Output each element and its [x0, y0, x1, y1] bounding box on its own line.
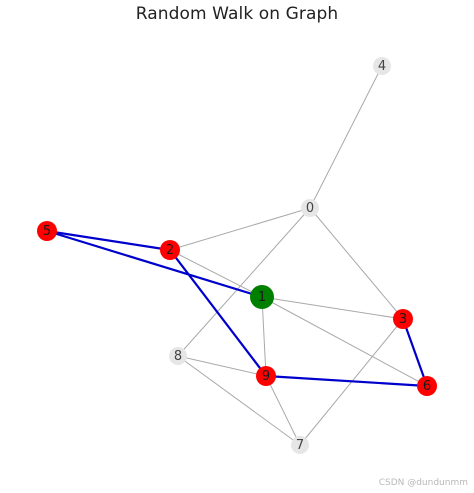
- node-circle-7: [291, 436, 309, 454]
- node-circle-5: [37, 221, 57, 241]
- walk-edge-1-5: [45, 229, 264, 299]
- walk-edge-5-2: [45, 229, 172, 252]
- graph-node-8: 8: [169, 347, 187, 365]
- node-circle-2: [160, 240, 180, 260]
- graph-edge-1-6: [261, 296, 428, 387]
- graph-node-7: 7: [291, 436, 309, 454]
- graph-edge-0-3: [309, 207, 404, 320]
- node-circle-3: [393, 309, 413, 329]
- node-label-9: 9: [262, 369, 270, 384]
- node-circle-6: [417, 376, 437, 396]
- walk-edge-2-9: [168, 248, 268, 378]
- nodes-layer: 0 1 2 3 4 5 6 7 8 9: [37, 57, 437, 454]
- node-circle-0: [301, 199, 319, 217]
- node-label-0: 0: [306, 201, 314, 216]
- graph-node-6: 6: [417, 376, 437, 396]
- graph-node-4: 4: [373, 57, 391, 75]
- node-circle-9: [256, 366, 276, 386]
- graph-edge-0-4: [309, 65, 383, 209]
- graph-edge-0-2: [169, 207, 311, 251]
- node-label-7: 7: [296, 438, 304, 453]
- graph-edge-1-9: [261, 296, 267, 377]
- node-label-6: 6: [423, 379, 431, 394]
- walk-edge-6-3: [401, 317, 429, 388]
- graph-edge-0-8: [177, 207, 311, 357]
- graph-node-5: 5: [37, 221, 57, 241]
- watermark: CSDN @dundunmm: [378, 478, 468, 488]
- node-circle-8: [169, 347, 187, 365]
- graph-edge-9-7: [265, 375, 301, 446]
- node-label-4: 4: [378, 59, 386, 74]
- node-label-5: 5: [43, 224, 51, 239]
- edges-layer: [169, 65, 428, 446]
- graph-node-2: 2: [160, 240, 180, 260]
- graph-edge-1-3: [261, 296, 404, 320]
- graph-node-1: 1: [250, 285, 274, 309]
- graph-edge-2-1: [169, 249, 263, 298]
- walk-path-layer: [45, 229, 429, 388]
- node-label-2: 2: [166, 243, 174, 258]
- node-circle-1: [250, 285, 274, 309]
- graph-node-3: 3: [393, 309, 413, 329]
- node-label-1: 1: [258, 290, 266, 305]
- node-label-3: 3: [399, 312, 407, 327]
- chart-title: Random Walk on Graph: [135, 4, 339, 24]
- node-label-8: 8: [174, 349, 182, 364]
- walk-edge-9-6: [264, 374, 429, 388]
- graph-edge-8-7: [177, 355, 301, 446]
- graph-node-0: 0: [301, 199, 319, 217]
- graph-node-9: 9: [256, 366, 276, 386]
- graph-edge-8-9: [177, 355, 267, 377]
- node-circle-4: [373, 57, 391, 75]
